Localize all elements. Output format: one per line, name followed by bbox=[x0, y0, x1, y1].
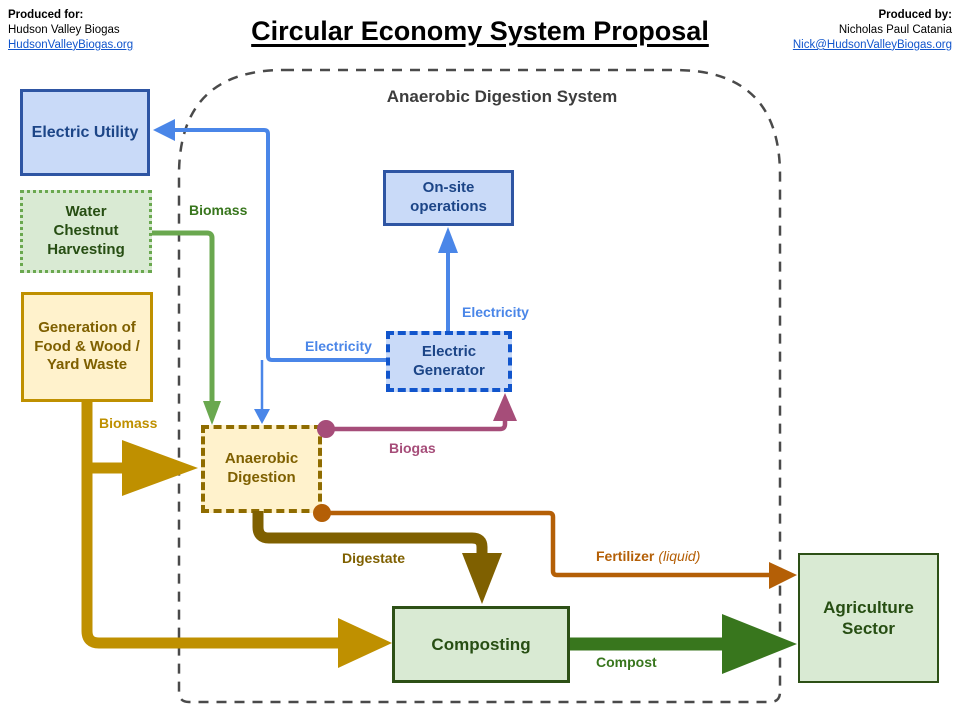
node-composting: Composting bbox=[392, 606, 570, 683]
label-compost: Compost bbox=[596, 654, 657, 670]
page-title: Circular Economy System Proposal bbox=[251, 16, 709, 46]
arrowhead-into-agriculture-fertilizer bbox=[769, 562, 797, 589]
label-electricity-grid: Electricity bbox=[305, 338, 372, 354]
node-agriculture-sector: Agriculture Sector bbox=[798, 553, 939, 683]
biomass-harvest-arrow bbox=[152, 230, 221, 425]
node-anaerobic-digestion: Anaerobic Digestion bbox=[201, 425, 322, 513]
label-electricity-onsite: Electricity bbox=[462, 304, 529, 320]
arrowhead-into-agriculture-compost bbox=[722, 614, 797, 674]
label-biogas: Biogas bbox=[389, 440, 436, 456]
electricity-grid-arrow bbox=[153, 119, 386, 424]
label-biomass-harvest: Biomass bbox=[189, 202, 248, 218]
label-fertilizer: Fertilizer(liquid) bbox=[596, 548, 700, 564]
node-water-chestnut-harvesting: Water Chestnut Harvesting bbox=[20, 190, 152, 273]
node-electric-generator: Electric Generator bbox=[386, 331, 512, 392]
produced-for-link[interactable]: HudsonValleyBiogas.org bbox=[8, 38, 134, 51]
label-fertilizer-main: Fertilizer bbox=[596, 548, 655, 564]
produced-for-name: Hudson Valley Biogas bbox=[8, 23, 120, 36]
arrowhead-into-electric-generator bbox=[493, 393, 517, 421]
node-electric-utility: Electric Utility bbox=[20, 89, 150, 176]
label-biomass-waste: Biomass bbox=[99, 415, 158, 431]
arrowhead-into-composting-left bbox=[338, 618, 392, 668]
biogas-arrow bbox=[317, 393, 517, 438]
arrowhead-into-onsite-operations bbox=[438, 227, 458, 253]
produced-by-block: Produced by: Nicholas Paul Catania Nick@… bbox=[793, 8, 952, 53]
label-digestate: Digestate bbox=[342, 550, 406, 566]
electricity-onsite-arrow bbox=[438, 227, 458, 331]
produced-by-link[interactable]: Nick@HudsonValleyBiogas.org bbox=[792, 38, 952, 51]
system-label: Anaerobic Digestion System bbox=[386, 87, 618, 106]
node-waste-generation: Generation of Food & Wood / Yard Waste bbox=[21, 292, 153, 402]
arrowhead-into-anaerobic-digestion-left bbox=[122, 440, 198, 496]
produced-for-block: Produced for: Hudson Valley Biogas Hudso… bbox=[8, 8, 133, 53]
fertilizer-arrow bbox=[313, 504, 797, 589]
produced-by-heading: Produced by: bbox=[878, 9, 952, 21]
node-onsite-operations: On-site operations bbox=[383, 170, 514, 226]
arrowhead-into-anaerobic-digestion bbox=[254, 409, 270, 424]
arrowhead-green-into-anaerobic-digestion bbox=[203, 401, 221, 425]
arrowhead-into-composting-top bbox=[462, 553, 502, 604]
arrowhead-into-electric-utility bbox=[153, 119, 175, 141]
label-fertilizer-qualifier: (liquid) bbox=[658, 548, 701, 564]
produced-by-name: Nicholas Paul Catania bbox=[838, 23, 952, 36]
produced-for-heading: Produced for: bbox=[8, 9, 84, 21]
